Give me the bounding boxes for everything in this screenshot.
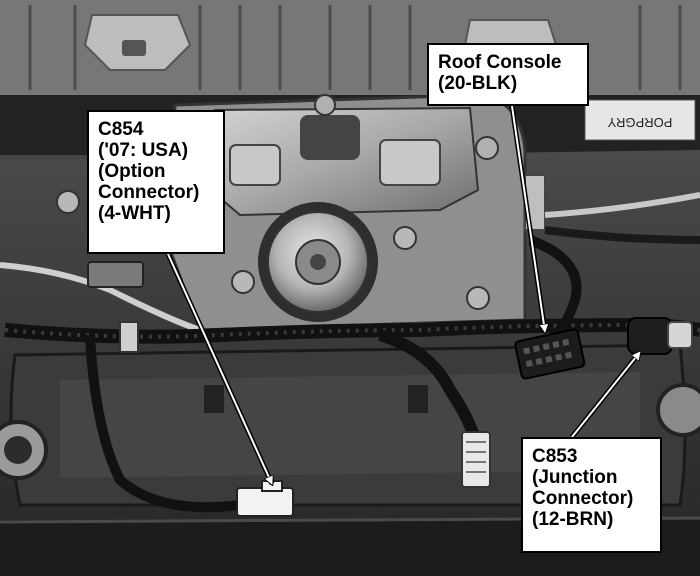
callout-roof-console-line-2: (20-BLK) xyxy=(438,73,518,94)
callout-c853-line-2: (Junction xyxy=(532,467,618,488)
callout-roof-console: Roof Console (20-BLK) xyxy=(427,43,589,106)
callout-roof-console-line-1: Roof Console xyxy=(438,52,562,73)
callout-c853: C853 (Junction Connector) (12-BRN) xyxy=(521,437,662,553)
callout-c853-line-1: C853 xyxy=(532,446,578,467)
part-tag-text: PORPGRY xyxy=(607,115,672,130)
callout-c854-line-4: Connector) xyxy=(98,182,200,203)
callout-c853-line-4: (12-BRN) xyxy=(532,509,614,530)
callout-c854-line-1: C854 xyxy=(98,119,144,140)
callout-c854-line-2: ('07: USA) xyxy=(98,140,189,161)
callout-c854-line-5: (4-WHT) xyxy=(98,203,171,224)
callout-c854-line-3: (Option xyxy=(98,161,166,182)
part-tag: PORPGRY xyxy=(607,115,672,130)
callout-c853-line-3: Connector) xyxy=(532,488,634,509)
callout-c854: C854 ('07: USA) (Option Connector) (4-WH… xyxy=(87,110,225,254)
